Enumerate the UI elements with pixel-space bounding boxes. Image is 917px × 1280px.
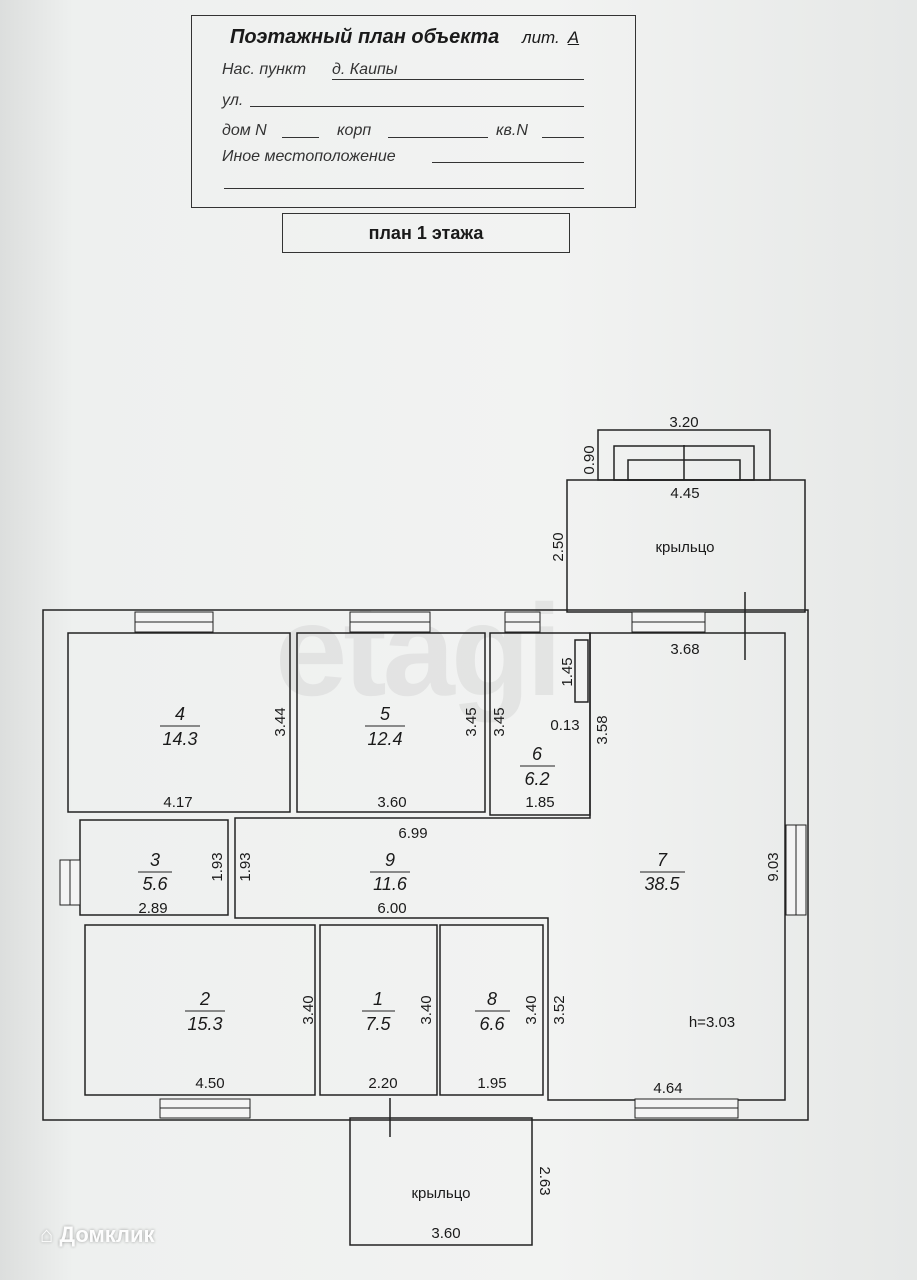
room-3-number: 3 bbox=[150, 850, 160, 870]
etagi-watermark: etagi bbox=[275, 577, 562, 723]
windows bbox=[59, 611, 807, 1119]
svg-text:3.68: 3.68 bbox=[670, 641, 699, 658]
lit-field: лит. А bbox=[522, 28, 579, 48]
room-4-area: 14.3 bbox=[162, 729, 197, 749]
house-line bbox=[282, 137, 319, 138]
svg-text:0.90: 0.90 bbox=[581, 445, 598, 474]
vent-duct bbox=[574, 639, 589, 703]
room-9-number: 9 bbox=[385, 850, 395, 870]
lit-label: лит. bbox=[522, 28, 560, 47]
svg-text:1.95: 1.95 bbox=[477, 1075, 506, 1092]
room-7-9-outline bbox=[234, 632, 786, 1101]
room-2-outline bbox=[84, 924, 316, 1096]
svg-text:3.20: 3.20 bbox=[669, 414, 698, 431]
plan-object-title: Поэтажный план объекта bbox=[230, 26, 500, 48]
apartment-label: кв.N bbox=[496, 122, 528, 139]
settlement-line bbox=[332, 79, 584, 80]
room-5-outline bbox=[296, 632, 486, 813]
svg-text:0.13: 0.13 bbox=[550, 717, 579, 734]
svg-text:4.17: 4.17 bbox=[163, 794, 192, 811]
svg-text:1.85: 1.85 bbox=[525, 794, 554, 811]
room-2-area: 15.3 bbox=[187, 1014, 222, 1034]
svg-text:3.45: 3.45 bbox=[463, 707, 480, 736]
svg-text:6.99: 6.99 bbox=[398, 825, 427, 842]
exterior-wall bbox=[42, 609, 809, 1121]
room-9-area: 11.6 bbox=[373, 874, 408, 894]
room-6-number: 6 bbox=[532, 744, 543, 764]
room-7-number: 7 bbox=[657, 850, 668, 870]
room-4-outline bbox=[67, 632, 291, 813]
svg-text:3.45: 3.45 bbox=[491, 707, 508, 736]
room-5-number: 5 bbox=[380, 704, 391, 724]
porch-bottom-label: крыльцо bbox=[411, 1185, 470, 1202]
apartment-line bbox=[542, 137, 584, 138]
svg-text:3.58: 3.58 bbox=[594, 715, 611, 744]
svg-text:2.20: 2.20 bbox=[368, 1075, 397, 1092]
other-location-line bbox=[432, 162, 584, 163]
svg-text:3.40: 3.40 bbox=[418, 995, 435, 1024]
svg-text:6.00: 6.00 bbox=[377, 900, 406, 917]
room-3-area: 5.6 bbox=[142, 874, 168, 894]
porch-bottom bbox=[349, 1117, 533, 1246]
svg-text:2.63: 2.63 bbox=[536, 1166, 553, 1195]
svg-text:2.89: 2.89 bbox=[138, 900, 167, 917]
title-block: Поэтажный план объекта лит.А Нас. пункт … bbox=[191, 15, 636, 208]
svg-text:3.40: 3.40 bbox=[300, 995, 317, 1024]
room-8-outline bbox=[439, 924, 544, 1096]
porch-top-label: крыльцо bbox=[655, 539, 714, 556]
svg-text:3.40: 3.40 bbox=[523, 995, 540, 1024]
domclick-watermark: ⌂ Домклик bbox=[40, 1222, 155, 1247]
svg-text:4.64: 4.64 bbox=[653, 1080, 682, 1097]
other-location-label: Иное местоположение bbox=[222, 148, 396, 165]
ceiling-height: h=3.03 bbox=[689, 1014, 735, 1031]
svg-text:3.60: 3.60 bbox=[431, 1225, 460, 1242]
svg-text:4.50: 4.50 bbox=[195, 1075, 224, 1092]
lit-value: А bbox=[567, 28, 580, 47]
room-6-area: 6.2 bbox=[524, 769, 549, 789]
room-5-area: 12.4 bbox=[367, 729, 402, 749]
room-8-area: 6.6 bbox=[479, 1014, 505, 1034]
svg-text:1.93: 1.93 bbox=[237, 852, 254, 881]
svg-text:1.93: 1.93 bbox=[209, 852, 226, 881]
street-line bbox=[250, 106, 584, 107]
room-1-number: 1 bbox=[373, 989, 383, 1009]
building-line bbox=[388, 137, 488, 138]
svg-text:3.60: 3.60 bbox=[377, 794, 406, 811]
svg-text:1.45: 1.45 bbox=[559, 657, 576, 686]
room-7-area: 38.5 bbox=[644, 874, 680, 894]
svg-text:3.44: 3.44 bbox=[272, 707, 289, 736]
room-4-number: 4 bbox=[175, 704, 185, 724]
room-1-area: 7.5 bbox=[365, 1014, 391, 1034]
house-label: дом N bbox=[222, 122, 267, 139]
dimension-labels: 3.20 4.45 3.68 4.17 3.60 1.85 6.99 2.89 … bbox=[138, 414, 782, 1242]
room-8-number: 8 bbox=[487, 989, 497, 1009]
domclick-text: Домклик bbox=[59, 1222, 155, 1247]
svg-text:4.45: 4.45 bbox=[670, 485, 699, 502]
room-2-number: 2 bbox=[199, 989, 210, 1009]
svg-text:3.52: 3.52 bbox=[551, 995, 568, 1024]
settlement-label: Нас. пункт bbox=[222, 61, 307, 78]
blank-line bbox=[224, 188, 584, 189]
svg-text:9.03: 9.03 bbox=[765, 852, 782, 881]
room-1-outline bbox=[319, 924, 438, 1096]
building-label: корп bbox=[337, 122, 372, 139]
floor-plan-title: план 1 этажа bbox=[282, 213, 570, 253]
settlement-value: д. Каипы bbox=[332, 61, 398, 78]
svg-text:2.50: 2.50 bbox=[550, 532, 567, 561]
street-label: ул. bbox=[222, 92, 244, 109]
